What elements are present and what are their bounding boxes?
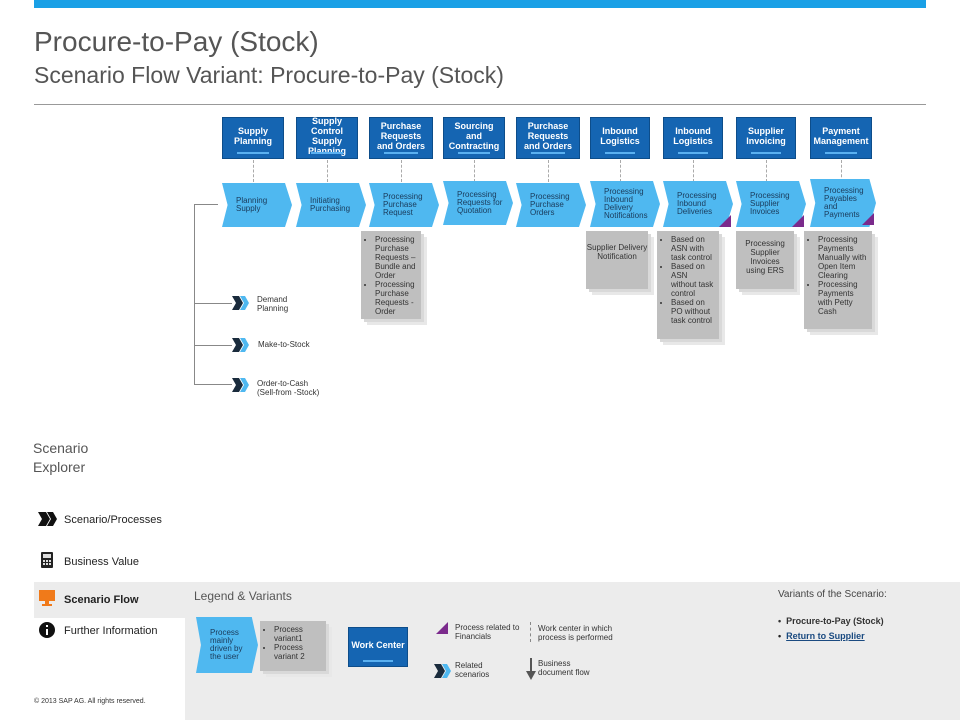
work-center-inbound-logistics-1[interactable]: Inbound Logistics: [590, 117, 650, 159]
connector: [327, 160, 328, 182]
work-center-inbound-logistics-2[interactable]: Inbound Logistics: [663, 117, 723, 159]
monitor-icon: [39, 590, 55, 606]
scenario-variant-current: • Procure-to-Pay (Stock): [778, 616, 884, 626]
connector: [474, 160, 475, 182]
legend-doc-flow: Business document flow: [538, 659, 590, 677]
top-accent-bar: [34, 0, 926, 8]
legend-title: Legend & Variants: [194, 589, 292, 603]
financials-marker-icon: [862, 213, 874, 225]
related-make-to-stock[interactable]: Make-to-Stock: [258, 340, 310, 349]
variant-item: Based on PO without task control: [671, 298, 715, 325]
related-connector-line: [194, 345, 232, 346]
connector: [766, 160, 767, 182]
variant-item: Processing Payments with Petty Cash: [818, 280, 868, 316]
legend-work-center-note: Work center in which process is performe…: [538, 624, 613, 642]
connector: [253, 160, 254, 182]
variant-item: Processing Payments Manually with Open I…: [818, 235, 868, 280]
variant-item: Based on ASN without task control: [671, 262, 715, 298]
connector: [693, 160, 694, 182]
work-center-purchase-requests-2[interactable]: Purchase Requests and Orders: [516, 117, 580, 159]
sidebar-item-scenario-flow[interactable]: Scenario Flow: [64, 594, 139, 606]
legend-variant-item: Process variant 2: [274, 643, 322, 661]
related-connector-line: [194, 303, 232, 304]
info-icon: [39, 622, 55, 638]
financials-marker-icon: [792, 215, 804, 227]
connector: [401, 160, 402, 182]
work-center-purchase-requests-1[interactable]: Purchase Requests and Orders: [369, 117, 433, 159]
sidebar-selected-highlight: [34, 582, 186, 618]
work-center-payment-management[interactable]: Payment Management: [810, 117, 872, 159]
related-scenario-icon: [232, 338, 249, 352]
variant-item: Based on ASN with task control: [671, 235, 715, 262]
arrow-down-icon: [526, 658, 536, 680]
page-subtitle: Scenario Flow Variant: Procure-to-Pay (S…: [34, 62, 504, 88]
work-center-supply-control[interactable]: Supply Control Supply Planning: [296, 116, 358, 159]
financials-marker-icon: [719, 215, 731, 227]
variant-item: Processing Purchase Requests – Bundle an…: [375, 235, 417, 280]
variant-payments[interactable]: Processing Payments Manually with Open I…: [804, 231, 872, 329]
related-scenario-icon: [232, 378, 249, 392]
variant-delivery-notification[interactable]: Supplier Delivery Notification: [586, 231, 648, 289]
related-connector-line: [194, 384, 232, 385]
related-order-to-cash[interactable]: Order-to-Cash (Sell-from -Stock): [257, 379, 320, 397]
related-connector-line: [194, 204, 218, 205]
variant-supplier-invoices[interactable]: Processing Supplier Invoices using ERS: [736, 231, 794, 289]
legend-process-variants: Process variant1 Process variant 2: [260, 621, 326, 671]
scenario-explorer-heading: Scenario Explorer: [33, 440, 89, 475]
scenario-variant-link[interactable]: • Return to Supplier: [778, 631, 865, 641]
double-chevron-icon: [38, 512, 57, 526]
connector: [841, 160, 842, 182]
work-center-sourcing[interactable]: Sourcing and Contracting: [443, 117, 505, 159]
related-scenario-icon: [232, 296, 249, 310]
process-requests-for-quotation[interactable]: Processing Requests for Quotation: [443, 181, 513, 225]
related-connector-line: [194, 204, 195, 384]
process-purchase-orders[interactable]: Processing Purchase Orders: [516, 183, 586, 227]
related-demand-planning[interactable]: Demand Planning: [257, 295, 289, 313]
variant-purchase-request[interactable]: Processing Purchase Requests – Bundle an…: [361, 231, 421, 319]
work-center-supply-planning[interactable]: Supply Planning: [222, 117, 284, 159]
sidebar-item-further-information[interactable]: Further Information: [64, 625, 158, 637]
legend-work-center: Work Center: [348, 627, 408, 667]
legend-financials: Process related to Financials: [455, 623, 520, 641]
variant-inbound-deliveries[interactable]: Based on ASN with task control Based on …: [657, 231, 719, 339]
process-initiating-purchasing[interactable]: Initiating Purchasing: [296, 183, 366, 227]
calculator-icon: [41, 552, 53, 568]
header-divider: [34, 104, 926, 105]
copyright: © 2013 SAP AG. All rights reserved.: [34, 698, 146, 705]
legend-dashed-line: [530, 622, 531, 642]
sidebar-item-business-value[interactable]: Business Value: [64, 556, 140, 568]
work-center-supplier-invoicing[interactable]: Supplier Invoicing: [736, 117, 796, 159]
process-planning-supply[interactable]: Planning Supply: [222, 183, 292, 227]
legend-related-scenarios: Related scenarios: [455, 661, 490, 679]
connector: [548, 160, 549, 182]
related-scenario-icon: [434, 664, 451, 678]
legend-variant-item: Process variant1: [274, 625, 322, 643]
process-inbound-deliveries[interactable]: Processing Inbound Deliveries: [663, 181, 733, 227]
connector: [620, 160, 621, 182]
legend-user-process: Process mainly driven by the user: [196, 617, 258, 673]
return-to-supplier-link[interactable]: Return to Supplier: [786, 631, 865, 641]
process-inbound-delivery-notifications[interactable]: Processing Inbound Delivery Notification…: [590, 181, 660, 227]
financials-marker-icon: [436, 622, 448, 634]
process-purchase-request[interactable]: Processing Purchase Request: [369, 183, 439, 227]
page-title: Procure-to-Pay (Stock): [34, 26, 319, 57]
variant-label: Procure-to-Pay (Stock): [786, 616, 884, 626]
sidebar-item-scenario-processes[interactable]: Scenario/Processes: [64, 514, 162, 526]
variant-item: Processing Purchase Requests - Order: [375, 280, 417, 316]
scenario-variants-heading: Variants of the Scenario:: [778, 589, 887, 600]
